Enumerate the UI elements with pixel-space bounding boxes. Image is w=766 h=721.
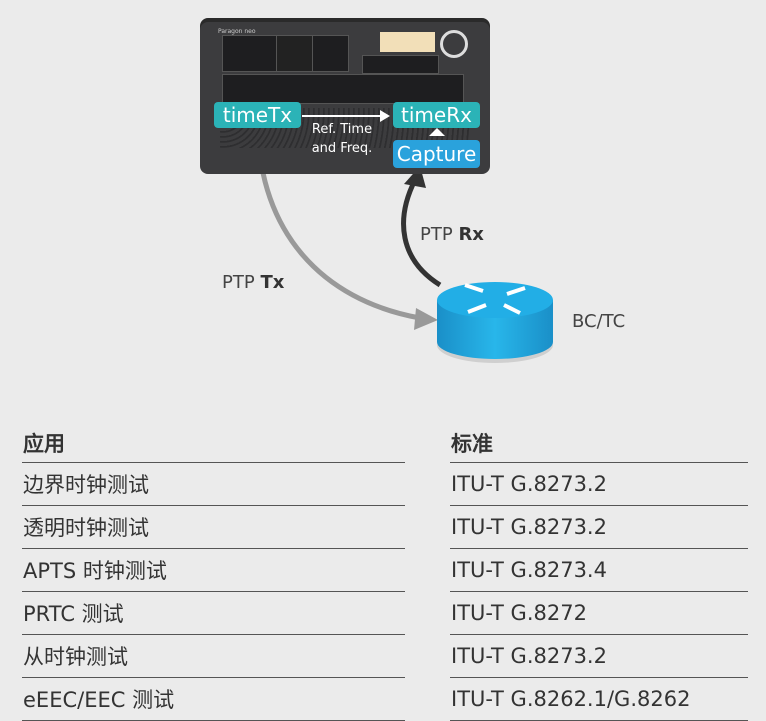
router-icon: [437, 282, 553, 363]
table-row: PRTC 测试: [22, 591, 405, 635]
table-row: ITU-T G.8273.2: [450, 505, 748, 549]
ptp-rx-bold: Rx: [458, 224, 484, 245]
standard-cell: ITU-T G.8273.2: [450, 505, 748, 549]
table-row: APTS 时钟测试: [22, 548, 405, 592]
ptp-rx-prefix: PTP: [420, 224, 459, 245]
standard-cell: ITU-T G.8262.1/G.8262: [450, 677, 748, 721]
table-row: ITU-T G.8272: [450, 591, 748, 635]
router-label: BC/TC: [572, 311, 626, 332]
application-cell: APTS 时钟测试: [22, 548, 405, 592]
ptp-tx-arrowhead: [414, 308, 438, 330]
capture-arrow: [429, 128, 445, 136]
table-row: 边界时钟测试: [22, 462, 405, 506]
ref-time-freq-text: Ref. Time and Freq.: [302, 120, 382, 158]
capture-label: Capture: [393, 140, 480, 168]
ref-arrowhead: [380, 110, 390, 122]
table-row: eEEC/EEC 测试: [22, 677, 405, 721]
application-table: 应用 边界时钟测试 透明时钟测试 APTS 时钟测试 PRTC 测试 从时钟测试…: [22, 417, 405, 721]
application-cell: PRTC 测试: [22, 591, 405, 635]
ptp-tx-bold: Tx: [260, 272, 285, 293]
table-row: ITU-T G.8273.2: [450, 634, 748, 678]
table-row: 透明时钟测试: [22, 505, 405, 549]
arrows-layer: [255, 127, 553, 363]
ptp-rx-arrow: [401, 178, 442, 288]
application-cell: eEEC/EEC 测试: [22, 677, 405, 721]
timetx-label: timeTx: [214, 102, 301, 128]
table-row: ITU-T G.8262.1/G.8262: [450, 677, 748, 721]
standard-cell: ITU-T G.8273.4: [450, 548, 748, 592]
ref-line-1: Ref. Time: [311, 122, 373, 137]
ptp-rx-label: PTP Rx: [420, 224, 484, 245]
header-application: 应用: [23, 432, 65, 456]
table-row: ITU-T G.8273.2: [450, 462, 748, 506]
table-row: 从时钟测试: [22, 634, 405, 678]
ptp-tx-prefix: PTP: [222, 272, 261, 293]
ref-arrow-line: [302, 115, 382, 117]
standard-cell: ITU-T G.8273.2: [450, 462, 748, 506]
standard-cell: ITU-T G.8273.2: [450, 634, 748, 678]
application-cell: 边界时钟测试: [22, 462, 405, 506]
standard-table: 标准 ITU-T G.8273.2 ITU-T G.8273.2 ITU-T G…: [450, 417, 748, 721]
ref-line-2: and Freq.: [311, 141, 373, 156]
device-brand: Paragon neo: [218, 28, 256, 35]
application-cell: 透明时钟测试: [22, 505, 405, 549]
header-standard: 标准: [451, 432, 493, 456]
timerx-label: timeRx: [393, 102, 480, 128]
application-cell: 从时钟测试: [22, 634, 405, 678]
table-row: ITU-T G.8273.4: [450, 548, 748, 592]
standard-cell: ITU-T G.8272: [450, 591, 748, 635]
ptp-tx-label: PTP Tx: [222, 272, 284, 293]
